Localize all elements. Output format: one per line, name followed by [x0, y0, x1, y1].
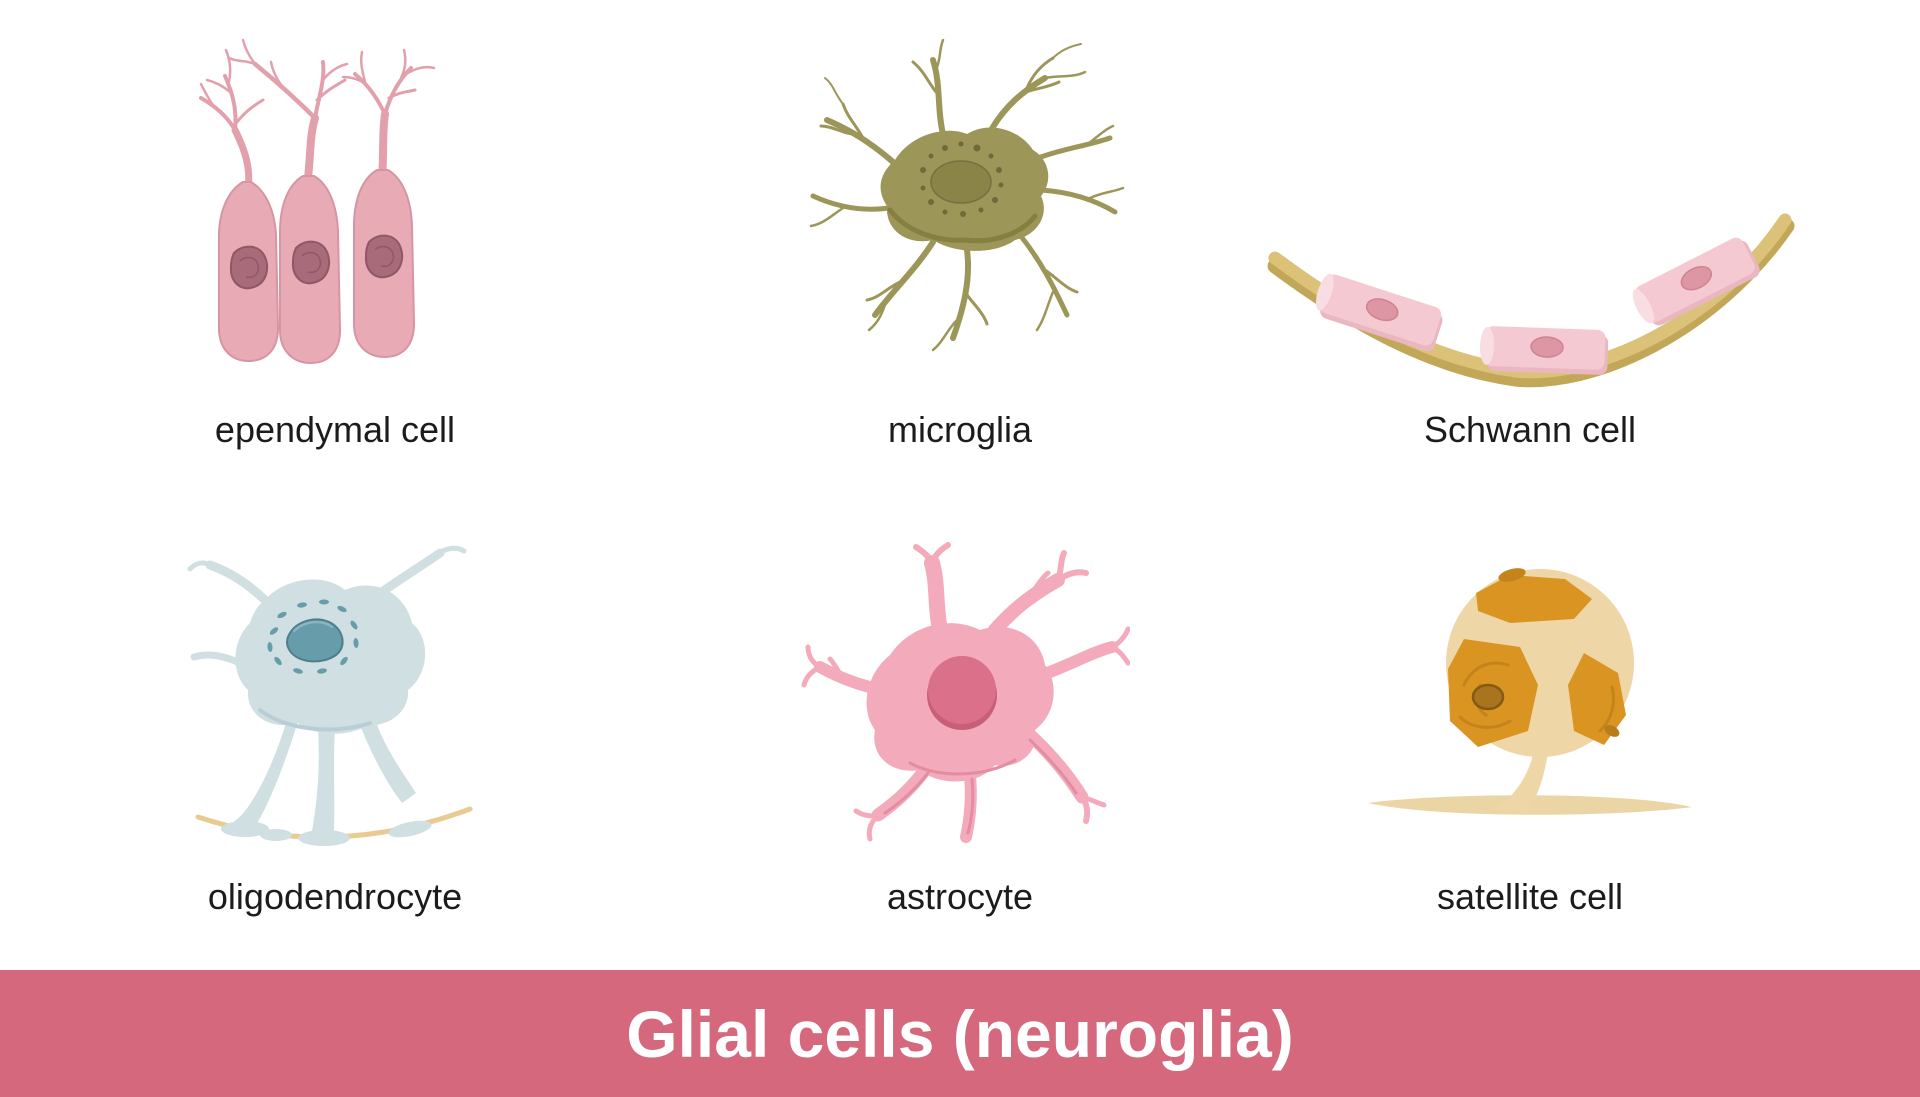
satellite-top-notch	[1498, 568, 1526, 582]
oligo-nucleus-dashes	[267, 599, 359, 674]
microglia-figure: microglia	[640, 0, 1280, 490]
ependymal-cilia-branches	[199, 38, 436, 194]
satellite-nucleus	[1471, 683, 1505, 711]
astrocyte-shade-lines	[883, 738, 1078, 835]
diagram-title: Glial cells (neuroglia)	[626, 996, 1294, 1071]
oligo-nucleus-highlight	[292, 620, 334, 633]
oligo-body-shade	[258, 708, 372, 732]
oligodendrocyte-label: oligodendrocyte	[207, 876, 463, 917]
myelin-segment-3	[1632, 237, 1760, 326]
oligodendrocyte-figure: oligodendrocyte	[15, 490, 655, 970]
microglia-body-shade	[887, 207, 1038, 244]
ependymal-cell-figure: ependymal cell	[15, 0, 655, 490]
myelin-segment-2	[1480, 326, 1609, 375]
microglia-processes	[809, 38, 1125, 352]
schwann-cell-figure: Schwann cell	[1210, 0, 1850, 490]
satellite-small-nucleus	[1604, 725, 1620, 737]
astrocyte-figure: astrocyte	[640, 490, 1280, 970]
satellite-cell-figure: satellite cell	[1210, 490, 1850, 970]
satellite-cell-label: satellite cell	[1436, 876, 1624, 917]
myelin-segment-1	[1315, 273, 1443, 352]
astrocyte-illustration	[801, 542, 1130, 843]
microglia-illustration	[809, 38, 1125, 352]
astrocyte-arms	[801, 542, 1130, 843]
ependymal-cell-label: ependymal cell	[214, 409, 456, 450]
astrocyte-label: astrocyte	[886, 876, 1034, 917]
satellite-cell-illustration	[1368, 568, 1692, 815]
schwann-cell-illustration	[1267, 213, 1795, 388]
schwann-cell-label: Schwann cell	[1423, 409, 1637, 450]
title-banner: Glial cells (neuroglia)	[0, 970, 1920, 1097]
microglia-nucleus-dots	[920, 141, 1004, 217]
oligodendrocyte-illustration	[187, 545, 473, 846]
oligo-nucleus	[286, 618, 344, 663]
astrocyte-nucleus	[928, 656, 996, 724]
ependymal-nuclei	[229, 234, 404, 290]
ependymal-cell-illustration	[199, 38, 436, 364]
microglia-label: microglia	[887, 409, 1033, 450]
microglia-nucleus	[930, 160, 992, 204]
oligo-body-and-legs	[221, 579, 432, 846]
